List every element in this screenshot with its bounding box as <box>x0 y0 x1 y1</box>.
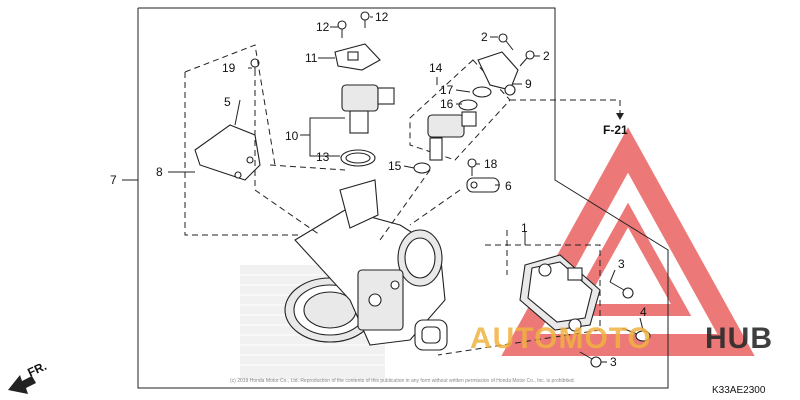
front-label: FR. <box>25 359 48 380</box>
callout-9: 9 <box>525 77 532 91</box>
reference-lines <box>184 44 621 356</box>
part-code: K33AE2300 <box>712 385 766 396</box>
fuel-injector <box>409 59 511 174</box>
callout-4: 4 <box>640 305 647 319</box>
callout-3a: 3 <box>618 257 625 271</box>
watermark-word-b: HUB <box>705 322 773 355</box>
bolt-19 <box>250 58 260 76</box>
screw-12b <box>360 11 370 28</box>
copyright-line: (c) 2019 Honda Motor Co., Ltd. Reproduct… <box>230 378 575 384</box>
bolt-2a <box>498 33 514 51</box>
bolt-2b <box>519 50 535 67</box>
washer-4 <box>621 327 651 342</box>
callout-11: 11 <box>305 51 318 65</box>
callout-17: 17 <box>440 83 454 97</box>
callout-19: 19 <box>222 61 236 75</box>
screw-3a <box>609 281 634 299</box>
sensor-unit <box>519 254 601 332</box>
callout-18: 18 <box>484 157 498 171</box>
callout-labels: 1 2 2 3 3 4 5 6 7 8 9 10 11 12 12 13 14 … <box>110 10 647 369</box>
callout-10: 10 <box>285 129 299 143</box>
plate <box>466 177 500 193</box>
callout-2b: 2 <box>543 49 550 63</box>
section-ref-label: F-21 <box>603 123 628 137</box>
bracket <box>194 124 261 181</box>
callout-5: 5 <box>224 95 231 109</box>
idle-air-sensor <box>334 43 395 167</box>
bolt-18 <box>467 158 477 176</box>
callout-15: 15 <box>388 159 402 173</box>
callout-14: 14 <box>429 61 443 75</box>
section-ref-arrow-icon <box>616 113 624 120</box>
callout-6: 6 <box>505 179 512 193</box>
callout-16: 16 <box>440 97 454 111</box>
callout-1: 1 <box>521 221 528 235</box>
callout-3b: 3 <box>610 355 617 369</box>
throttle-body <box>284 179 448 351</box>
callout-7: 7 <box>110 173 117 187</box>
leader-lines <box>122 16 644 363</box>
callout-2a: 2 <box>481 30 488 44</box>
automotohub-logo-icon <box>501 127 755 356</box>
front-arrow-icon <box>8 375 36 394</box>
watermark-word-a: AUTOMOTO <box>470 322 652 355</box>
callout-12b: 12 <box>375 10 389 24</box>
screw-12a <box>337 20 347 38</box>
callout-13: 13 <box>316 150 330 164</box>
callout-12a: 12 <box>316 20 330 34</box>
assembly-frame <box>137 7 669 389</box>
fuel-connector <box>477 51 519 96</box>
callout-8: 8 <box>156 165 163 179</box>
